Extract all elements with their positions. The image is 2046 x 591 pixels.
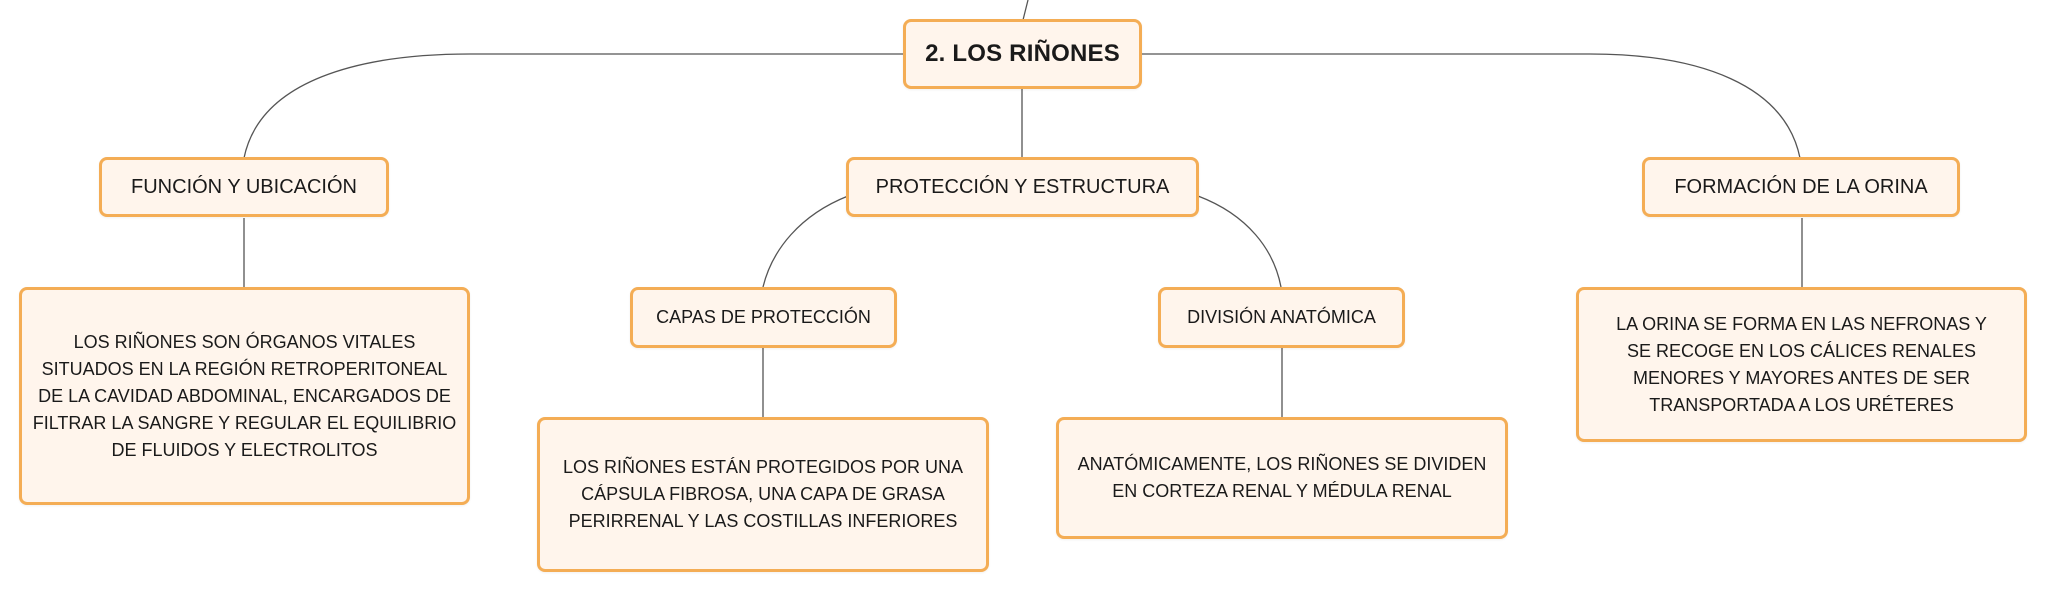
funcion-detail-text: LOS RIÑONES SON ÓRGANOS VITALES SITUADOS…: [32, 331, 457, 460]
division-detail-text: ANATÓMICAMENTE, LOS RIÑONES SE DIVIDEN E…: [1077, 454, 1487, 501]
formacion-detail-node[interactable]: LA ORINA SE FORMA EN LAS NEFRONAS Y SE R…: [1576, 287, 2027, 442]
branch-proteccion-label: PROTECCIÓN Y ESTRUCTURA: [875, 175, 1170, 198]
branch-formacion-label: FORMACIÓN DE LA ORINA: [1674, 175, 1928, 198]
capas-label: CAPAS DE PROTECCIÓN: [656, 307, 871, 327]
capas-node[interactable]: CAPAS DE PROTECCIÓN: [630, 287, 897, 348]
branch-formacion-node[interactable]: FORMACIÓN DE LA ORINA: [1642, 157, 1960, 217]
branch-funcion-node[interactable]: FUNCIÓN Y UBICACIÓN: [99, 157, 389, 217]
connector-root-formacion: [1142, 53, 1801, 159]
branch-funcion-label: FUNCIÓN Y UBICACIÓN: [131, 175, 357, 198]
capas-detail-node[interactable]: LOS RIÑONES ESTÁN PROTEGIDOS POR UNA CÁP…: [537, 417, 989, 572]
formacion-detail-text: LA ORINA SE FORMA EN LAS NEFRONAS Y SE R…: [1616, 313, 1987, 415]
connector-proteccion-capas: [762, 195, 849, 288]
capas-detail-text: LOS RIÑONES ESTÁN PROTEGIDOS POR UNA CÁP…: [562, 457, 964, 531]
funcion-detail-node[interactable]: LOS RIÑONES SON ÓRGANOS VITALES SITUADOS…: [19, 287, 470, 505]
connector-proteccion-division: [1197, 195, 1282, 288]
branch-proteccion-node[interactable]: PROTECCIÓN Y ESTRUCTURA: [846, 157, 1199, 217]
connector-root-funcion: [243, 53, 904, 159]
division-node[interactable]: DIVISIÓN ANATÓMICA: [1158, 287, 1405, 348]
division-detail-node[interactable]: ANATÓMICAMENTE, LOS RIÑONES SE DIVIDEN E…: [1056, 417, 1508, 539]
connector-parent-root: [1022, 0, 1029, 21]
root-label: 2. LOS RIÑONES: [925, 40, 1120, 67]
division-label: DIVISIÓN ANATÓMICA: [1187, 307, 1376, 327]
root-node[interactable]: 2. LOS RIÑONES: [903, 19, 1142, 89]
